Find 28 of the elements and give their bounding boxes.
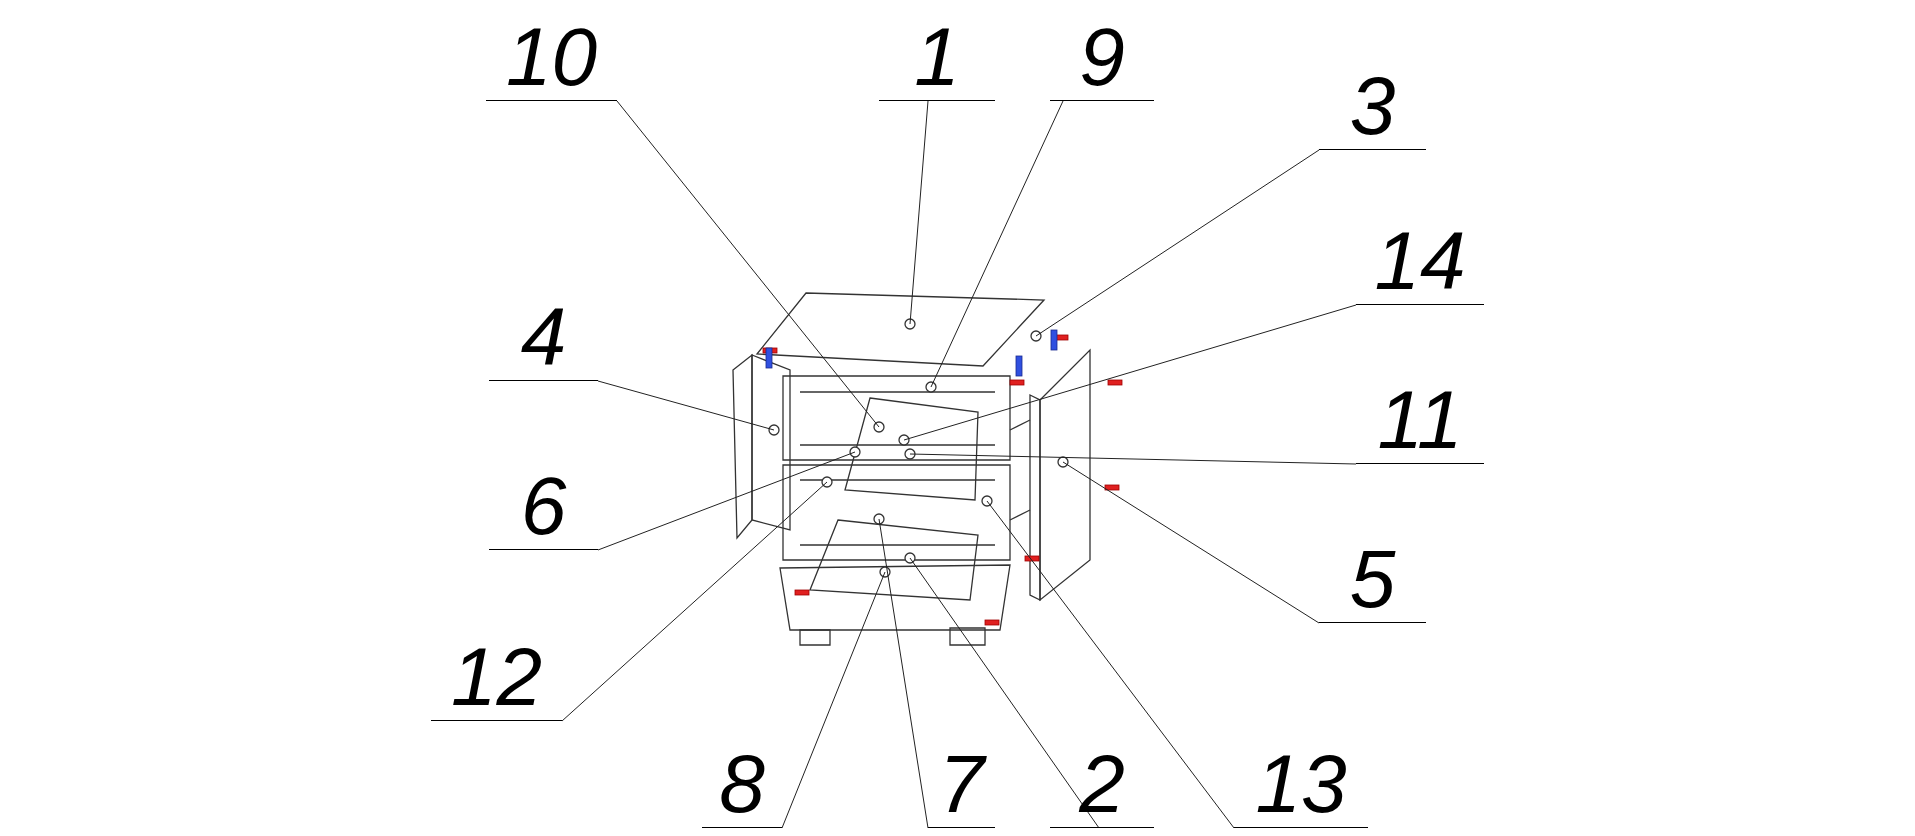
leader-line — [1035, 149, 1320, 337]
callout-number: 8 — [702, 742, 782, 828]
leader-line — [781, 571, 886, 829]
callout-number: 12 — [431, 635, 562, 721]
callout-number: 7 — [928, 742, 995, 828]
leader-line — [616, 100, 880, 428]
leader-line — [909, 453, 1357, 465]
leader-line — [1062, 461, 1320, 624]
leader-line — [597, 451, 856, 551]
leader-line — [986, 500, 1235, 829]
leader-line — [903, 304, 1357, 441]
callout-number: 4 — [489, 295, 598, 381]
callout-number: 3 — [1319, 64, 1426, 150]
leader-line — [930, 100, 1064, 388]
leader-line — [561, 481, 828, 722]
callout-number: 13 — [1234, 742, 1368, 828]
callout-number: 14 — [1356, 219, 1484, 305]
callout-number: 2 — [1050, 742, 1154, 828]
leader-line — [597, 380, 775, 431]
callout-number: 1 — [879, 15, 995, 101]
callout-number: 5 — [1319, 537, 1426, 623]
callout-number: 10 — [486, 15, 617, 101]
leader-line — [909, 100, 929, 325]
callout-number: 6 — [489, 464, 598, 550]
callout-number: 9 — [1050, 15, 1154, 101]
callout-number: 11 — [1356, 378, 1484, 464]
leader-line — [909, 557, 1100, 829]
leader-line — [878, 518, 929, 829]
